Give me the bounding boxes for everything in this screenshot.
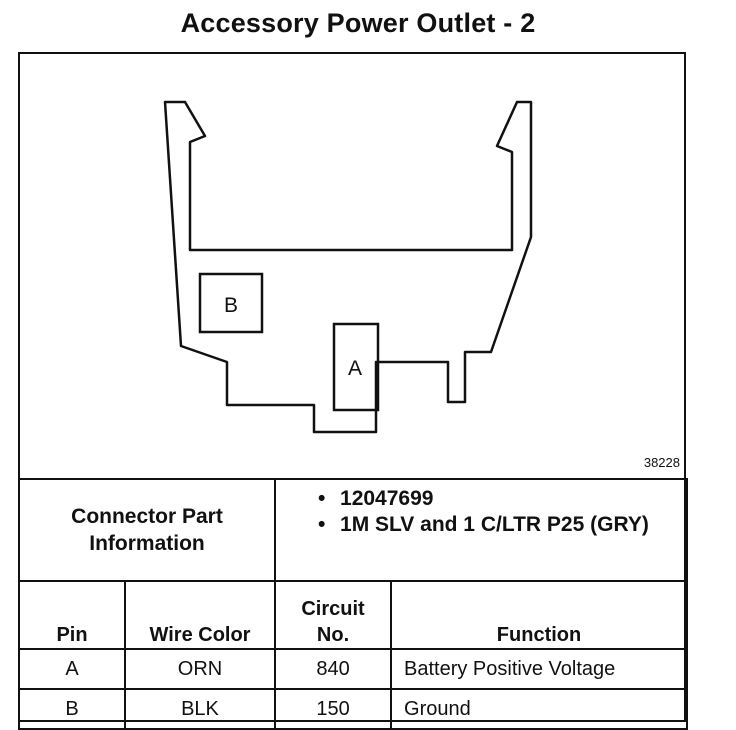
circuit-cell: 150 xyxy=(274,688,393,730)
table-row: A ORN 840 Battery Positive Voltage xyxy=(18,648,689,690)
page-title: Accessory Power Outlet - 2 xyxy=(180,8,536,38)
pin-cell: A xyxy=(18,648,126,690)
header-wire-color: Wire Color xyxy=(123,580,277,650)
cavity-a-box xyxy=(332,322,380,412)
cavity-b-box xyxy=(198,272,264,334)
function-cell: Battery Positive Voltage xyxy=(390,648,689,690)
header-pin: Pin xyxy=(18,580,126,650)
connector-outline xyxy=(163,100,533,434)
table-row: B BLK 150 Ground xyxy=(18,688,689,730)
connector-info-item: 1M SLV and 1 C/LTR P25 (GRY) xyxy=(316,512,678,538)
wire-color-cell: ORN xyxy=(123,648,277,690)
function-cell: Ground xyxy=(390,688,689,730)
cavity-label-a: A xyxy=(348,357,362,380)
connector-info-list: 12047699 1M SLV and 1 C/LTR P25 (GRY) xyxy=(274,478,689,582)
connector-table: Connector Part Information 12047699 1M S… xyxy=(17,478,689,730)
header-function: Function xyxy=(390,580,689,650)
wire-color-cell: BLK xyxy=(123,688,277,730)
connector-info-label: Connector Part Information xyxy=(17,478,277,582)
pin-cell: B xyxy=(18,688,126,730)
circuit-cell: 840 xyxy=(274,648,393,690)
cavity-label-b: B xyxy=(224,294,238,317)
connector-info-item: 12047699 xyxy=(316,486,678,512)
connector-face-diagram: B A xyxy=(18,52,686,480)
figure-number: 38228 xyxy=(643,455,680,470)
header-circuit: Circuit No. xyxy=(274,580,393,650)
